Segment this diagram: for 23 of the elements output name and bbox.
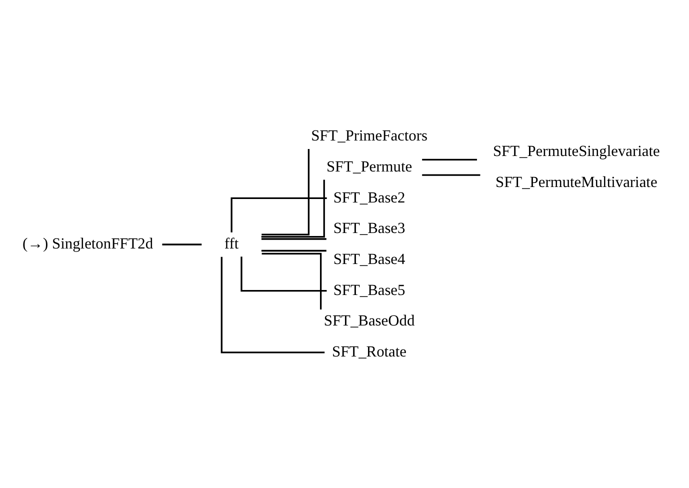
node-text: SFT_Base4: [333, 250, 406, 268]
connector: [422, 174, 480, 176]
connector: [261, 238, 326, 240]
node-text: SFT_Rotate: [332, 343, 407, 360]
node-text: SFT_Base5: [333, 281, 406, 298]
connector: [220, 256, 325, 353]
connector: [262, 252, 322, 309]
connector: [261, 179, 325, 238]
connector: [230, 196, 327, 232]
node-text: SFT_Base2: [333, 188, 406, 206]
connector: [422, 158, 477, 160]
connector: [162, 243, 202, 245]
node-text: SFT_PrimeFactors: [311, 127, 428, 144]
node-text: SFT_BaseOdd: [324, 312, 415, 330]
connector: [261, 249, 326, 252]
node-text: (→) SingletonFFT2d: [22, 235, 154, 252]
connector: [240, 256, 327, 292]
connector: [262, 148, 310, 235]
node-text: SFT_Permute: [326, 158, 412, 175]
node-text: fft: [224, 235, 239, 252]
node-text: SFT_PermuteMultivariate: [496, 173, 658, 190]
node-text: SFT_Base3: [333, 220, 406, 237]
node-text: SFT_PermuteSinglevariate: [492, 142, 660, 160]
